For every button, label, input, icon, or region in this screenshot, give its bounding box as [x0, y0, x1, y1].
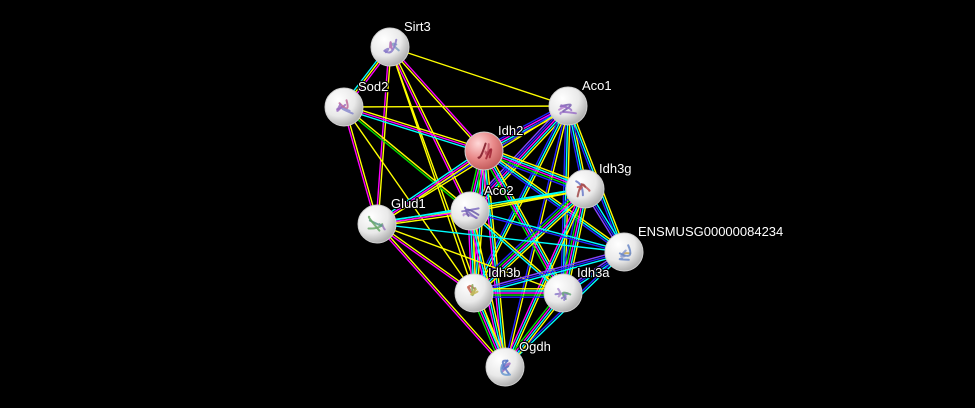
protein-structure-thumbnail [381, 224, 386, 231]
node-label-Aco2: Aco2 [484, 183, 514, 198]
protein-structure-thumbnail [341, 107, 354, 115]
protein-structure-thumbnail [501, 359, 510, 371]
protein-structure-thumbnail [560, 295, 567, 301]
node-label-Glud1: Glud1 [391, 196, 426, 211]
node-Idh2[interactable]: Idh2 [464, 122, 525, 171]
node-sphere[interactable] [548, 86, 588, 126]
node-label-Ogdh: Ogdh [519, 339, 551, 354]
node-sphere[interactable] [565, 169, 605, 209]
edge-Sirt3-Glud1 [375, 46, 392, 225]
node-label-Aco1: Aco1 [582, 78, 612, 93]
node-ENSMUSG00000084234[interactable]: ENSMUSG00000084234 [604, 223, 785, 272]
edge-Sod2-Aco2 [342, 105, 472, 213]
edge-Glud1-ENSMUSG00000084234 [376, 223, 625, 253]
node-label-Idh3g: Idh3g [599, 161, 632, 176]
protein-structure-thumbnail [485, 148, 493, 160]
edge-Glud1-Ogdh [375, 222, 507, 369]
protein-structure-thumbnail [464, 206, 478, 219]
node-Ogdh[interactable]: Ogdh [485, 338, 552, 387]
edge-Aco2-Idh3a [468, 209, 565, 295]
node-Aco2[interactable]: Aco2 [450, 182, 515, 231]
node-Sirt3[interactable]: Sirt3 [370, 18, 432, 67]
node-Glud1[interactable]: Glud1 [357, 195, 427, 244]
node-label-Sod2: Sod2 [358, 79, 388, 94]
protein-structure-thumbnail [336, 103, 343, 112]
edge-Sod2-Glud1 [342, 106, 379, 225]
node-label-Idh3b: Idh3b [488, 265, 521, 280]
protein-structure-thumbnail [367, 215, 381, 232]
protein-structure-thumbnail [559, 110, 577, 115]
protein-structure-thumbnail [576, 183, 587, 198]
edge-Sod2-Idh2 [342, 104, 486, 154]
node-label-ENSMUSG00000084234: ENSMUSG00000084234 [638, 224, 783, 239]
protein-structure-thumbnail [618, 258, 630, 261]
node-Idh3g[interactable]: Idh3g [565, 160, 633, 209]
edge-Idh2-ENSMUSG00000084234 [482, 148, 626, 255]
edge-Idh3g-Idh3b [470, 185, 589, 297]
edge-Sod2-Aco1 [343, 105, 569, 108]
protein-structure-thumbnail [389, 41, 393, 50]
protein-structure-thumbnail [618, 244, 632, 257]
edge-Glud1-Idh3b [375, 222, 476, 295]
protein-structure-thumbnail [477, 142, 487, 159]
protein-structure-thumbnail [470, 288, 479, 296]
protein-structure-thumbnail [557, 287, 562, 298]
node-Idh3b[interactable]: Idh3b [454, 264, 522, 313]
node-Idh3a[interactable]: Idh3a [543, 264, 612, 313]
node-Aco1[interactable]: Aco1 [548, 77, 613, 126]
edge-Aco2-ENSMUSG00000084234 [469, 209, 625, 254]
edge-Idh2-Glud1 [375, 148, 486, 227]
edge-Sirt3-Aco2 [388, 45, 472, 213]
node-label-Sirt3: Sirt3 [404, 19, 431, 34]
protein-structure-thumbnail [560, 104, 573, 112]
protein-structure-thumbnail [576, 185, 583, 191]
node-Sod2[interactable]: Sod2 [324, 78, 390, 127]
protein-structure-thumbnail [384, 38, 398, 54]
protein-structure-thumbnail [466, 286, 472, 293]
edge-Sirt3-Aco1 [389, 46, 569, 107]
protein-structure-thumbnail [500, 364, 511, 376]
node-label-Idh2: Idh2 [498, 123, 523, 138]
edge-Sirt3-Idh2 [388, 45, 486, 153]
protein-structure-thumbnail [620, 249, 627, 258]
protein-structure-thumbnail [501, 359, 510, 375]
node-label-Idh3a: Idh3a [577, 265, 610, 280]
edge-Glud1-Idh3a [376, 223, 564, 294]
